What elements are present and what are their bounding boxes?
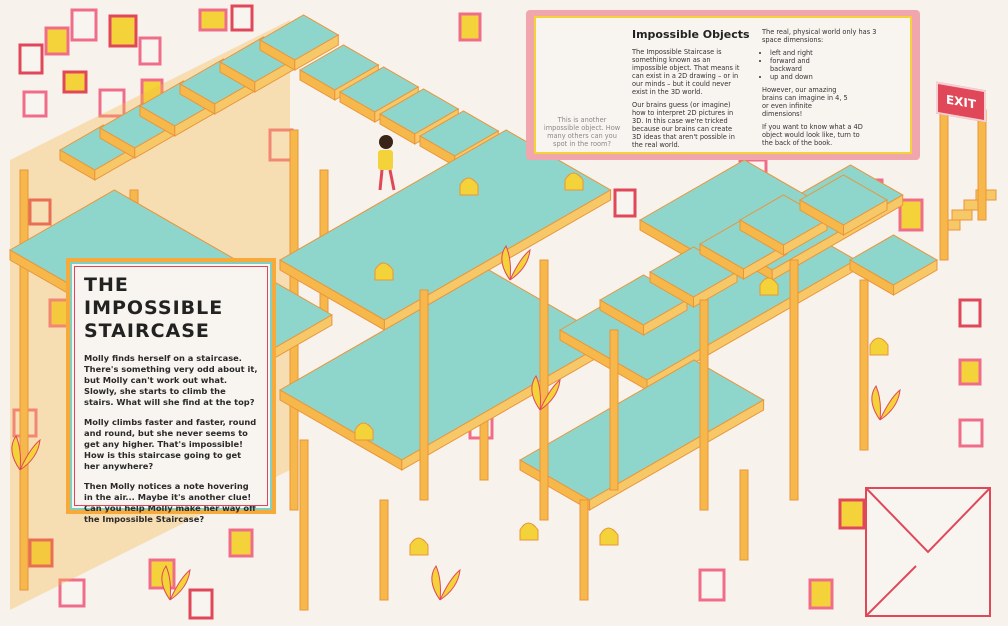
stair-step-edge xyxy=(783,219,828,256)
story-text-box: THE IMPOSSIBLE STAIRCASE Molly finds her… xyxy=(66,258,276,524)
pillar xyxy=(977,109,987,221)
pillar xyxy=(19,169,29,591)
wall-picture xyxy=(838,498,866,530)
pillar xyxy=(579,499,589,601)
stair-step-edge xyxy=(643,299,688,336)
wall-picture xyxy=(698,568,726,602)
wall-picture xyxy=(22,90,48,118)
chair xyxy=(869,337,889,356)
stair-step-edge xyxy=(843,199,888,236)
wall-picture xyxy=(958,418,984,448)
chair xyxy=(759,277,779,296)
pillar xyxy=(789,259,799,501)
plant xyxy=(161,564,191,601)
impossible-objects-info-panel: Impossible Objects This is another impos… xyxy=(526,10,920,160)
wall-picture xyxy=(228,528,254,558)
pillar xyxy=(379,499,389,601)
pillar xyxy=(299,439,309,611)
dimension-item: left and right xyxy=(770,49,834,57)
chair xyxy=(409,537,429,556)
wall-picture xyxy=(613,188,637,218)
chair xyxy=(564,172,584,191)
dimension-item: forward and backward xyxy=(770,57,834,73)
pillar xyxy=(939,109,949,261)
info-paragraph: However, our amazing brains can imagine … xyxy=(762,86,848,118)
story-paragraph: Molly finds herself on a staircase. Ther… xyxy=(84,353,258,407)
wall-picture xyxy=(230,4,254,32)
pillar xyxy=(609,329,619,491)
wall-picture xyxy=(18,43,44,75)
info-paragraph: The Impossible Staircase is something kn… xyxy=(632,48,740,96)
dimensions-list: left and right forward and backward up a… xyxy=(762,49,834,81)
wall-picture xyxy=(98,88,126,118)
wall-picture xyxy=(108,14,138,48)
wall-picture xyxy=(138,36,162,66)
wall-picture xyxy=(898,198,924,232)
wall-picture xyxy=(58,578,86,608)
wall-picture xyxy=(28,538,54,568)
chair xyxy=(599,527,619,546)
chair xyxy=(519,522,539,541)
impossible-object-caption: This is another impossible object. How m… xyxy=(543,116,621,148)
pillar xyxy=(739,469,749,561)
pillar xyxy=(859,279,869,451)
info-column-2: The real, physical world only has 3 spac… xyxy=(762,28,880,152)
stair-step-edge xyxy=(743,243,788,280)
pillar xyxy=(699,299,709,511)
info-title: Impossible Objects xyxy=(632,28,750,41)
info-column-1: The Impossible Staircase is something kn… xyxy=(632,48,742,154)
story-paragraph: Molly climbs faster and faster, round an… xyxy=(84,417,257,471)
wall-picture xyxy=(62,70,88,94)
wall-picture xyxy=(28,198,52,226)
wall-picture xyxy=(44,26,70,56)
chair xyxy=(374,262,394,281)
story-paragraph: Then Molly notices a note hovering in th… xyxy=(84,481,256,524)
info-paragraph: Our brains guess (or imagine) how to int… xyxy=(632,101,735,149)
wall-picture xyxy=(70,8,98,42)
molly-character xyxy=(378,135,396,191)
chair xyxy=(354,422,374,441)
pillar xyxy=(419,289,429,501)
wall-picture xyxy=(188,588,214,620)
plant xyxy=(11,434,41,471)
wall-picture xyxy=(458,12,482,42)
plant xyxy=(531,374,561,411)
story-title: THE IMPOSSIBLE STAIRCASE xyxy=(84,274,224,342)
info-paragraph: The real, physical world only has 3 spac… xyxy=(762,28,877,44)
wall-picture xyxy=(958,358,982,386)
plant xyxy=(431,564,461,601)
floor-level-edge xyxy=(383,189,612,331)
dimension-item: up and down xyxy=(770,73,834,81)
envelope-note xyxy=(865,487,991,617)
stair-step-edge xyxy=(893,259,938,296)
wall-picture xyxy=(958,298,982,328)
plant xyxy=(501,244,531,281)
exit-step xyxy=(951,209,973,221)
info-paragraph: If you want to know what a 4D object wou… xyxy=(762,123,863,147)
plant xyxy=(871,384,901,421)
stair-step-edge xyxy=(294,34,339,71)
stair-step-edge xyxy=(693,271,738,308)
wall-picture xyxy=(808,578,834,610)
pillar xyxy=(539,259,549,521)
chair xyxy=(459,177,479,196)
wall-picture xyxy=(198,8,228,32)
